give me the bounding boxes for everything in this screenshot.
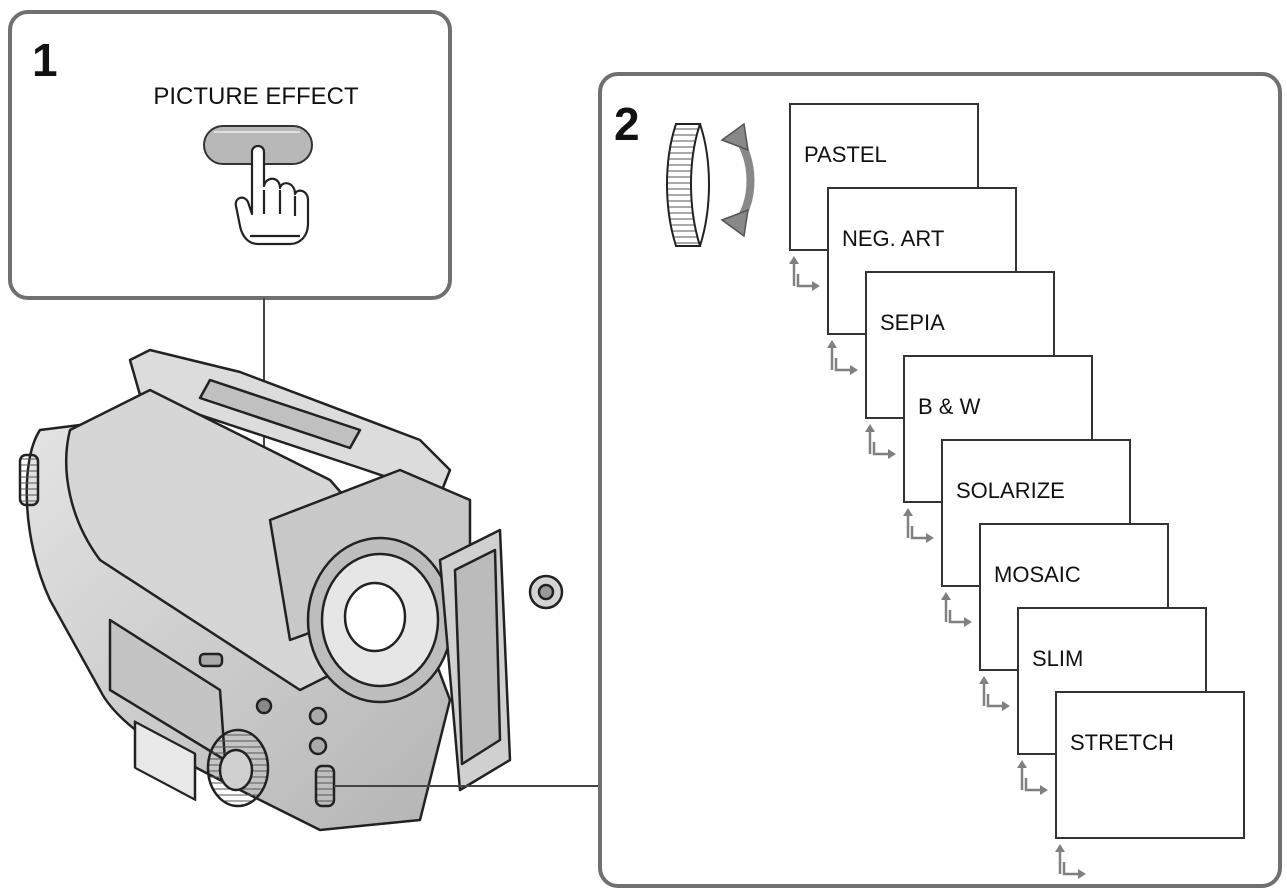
step1-panel: 1 PICTURE EFFECT	[8, 10, 452, 300]
cycle-arrow-icon	[827, 340, 858, 375]
effect-label: PASTEL	[804, 142, 887, 167]
camcorder-illustration	[18, 348, 564, 832]
rotate-arrows-icon	[720, 122, 755, 238]
effect-label: SLIM	[1032, 646, 1083, 671]
effect-label: NEG. ART	[842, 226, 944, 251]
lens-glass	[343, 581, 407, 653]
cycle-arrow-icon	[941, 592, 972, 627]
cycle-arrow-icon	[865, 424, 896, 459]
effect-label: SEPIA	[880, 310, 945, 335]
effect-card-stretch: STRETCH	[1055, 691, 1245, 839]
step1-number: 1	[32, 34, 58, 86]
cycle-arrow-icon	[903, 508, 934, 543]
cycle-arrow-icon	[979, 676, 1010, 711]
cycle-arrow-icon	[1055, 844, 1086, 879]
cycle-arrow-icon	[789, 256, 820, 291]
control-dial-icon	[666, 123, 710, 247]
pressing-finger-icon	[234, 144, 310, 246]
cycle-arrow-icon	[1017, 760, 1048, 795]
effect-label: SOLARIZE	[956, 478, 1065, 503]
camera-button-1	[308, 706, 328, 726]
camera-switch	[198, 652, 224, 668]
picture-effect-label: PICTURE EFFECT	[153, 83, 359, 110]
effect-label: MOSAIC	[994, 562, 1081, 587]
effect-cards: PASTEL NEG. ART SEPIA B & W SOLARIZE MOSAIC SL…	[789, 103, 1245, 879]
step2-panel: 2 PASTEL NEG. ART SEPIA B & W SOLARIZE MOSAIC…	[598, 72, 1282, 888]
effect-label: B & W	[918, 394, 981, 419]
effect-label: STRETCH	[1070, 730, 1174, 755]
step2-number: 2	[614, 98, 640, 150]
rear-dial	[18, 453, 40, 507]
camera-button-2	[308, 736, 328, 756]
camera-control-dial	[314, 764, 336, 808]
camera-picture-effect-button	[255, 697, 273, 715]
